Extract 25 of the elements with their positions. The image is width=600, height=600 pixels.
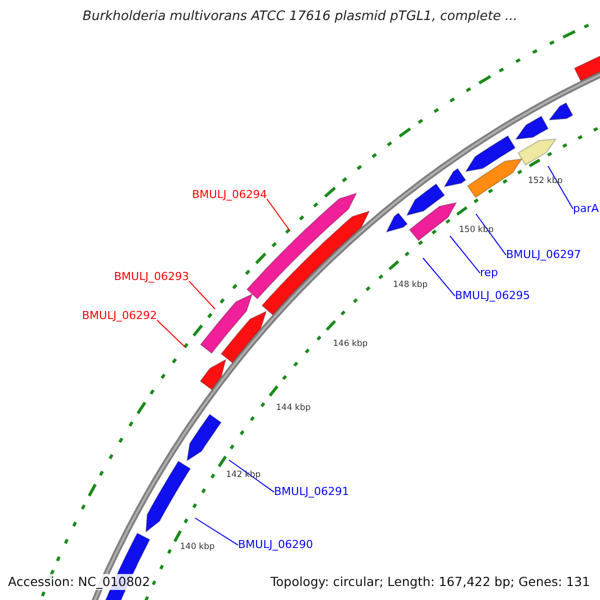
gene-label: rep — [480, 267, 498, 280]
leader-line — [422, 258, 456, 297]
gene-label: parA — [573, 203, 599, 216]
gene-label: BMULJ_06290 — [238, 539, 313, 552]
gene-label: BMULJ_06293 — [114, 271, 189, 284]
leader-line — [548, 166, 574, 210]
tick-label: 146 kbp — [333, 340, 368, 350]
tick-label: 144 kbp — [276, 404, 311, 414]
leader-line — [188, 280, 216, 310]
leader-line — [266, 198, 290, 232]
gene-label: BMULJ_06292 — [82, 310, 157, 322]
gene-label: BMULJ_06294 — [192, 189, 267, 202]
tick-label: 148 kbp — [393, 281, 428, 290]
leader-line — [450, 236, 480, 274]
title: Burkholderia multivorans ATCC 17616 plasmid pTGL1, complete ... — [82, 10, 518, 24]
leader-line — [476, 214, 506, 256]
gene-label: BMULJ_06297 — [506, 249, 581, 262]
gene-label: BMULJ_06295 — [455, 290, 530, 302]
leader-line — [228, 460, 274, 493]
gene-label: BMULJ_06291 — [274, 486, 349, 498]
accession-text: Accession: NC_010802 — [6, 574, 152, 590]
leader-line — [194, 518, 238, 546]
summary-text: Topology: circular; Length: 167,422 bp; Genes: 131 — [268, 574, 592, 590]
tick-label: 140 kbp — [180, 543, 215, 552]
leader-line — [156, 320, 186, 348]
